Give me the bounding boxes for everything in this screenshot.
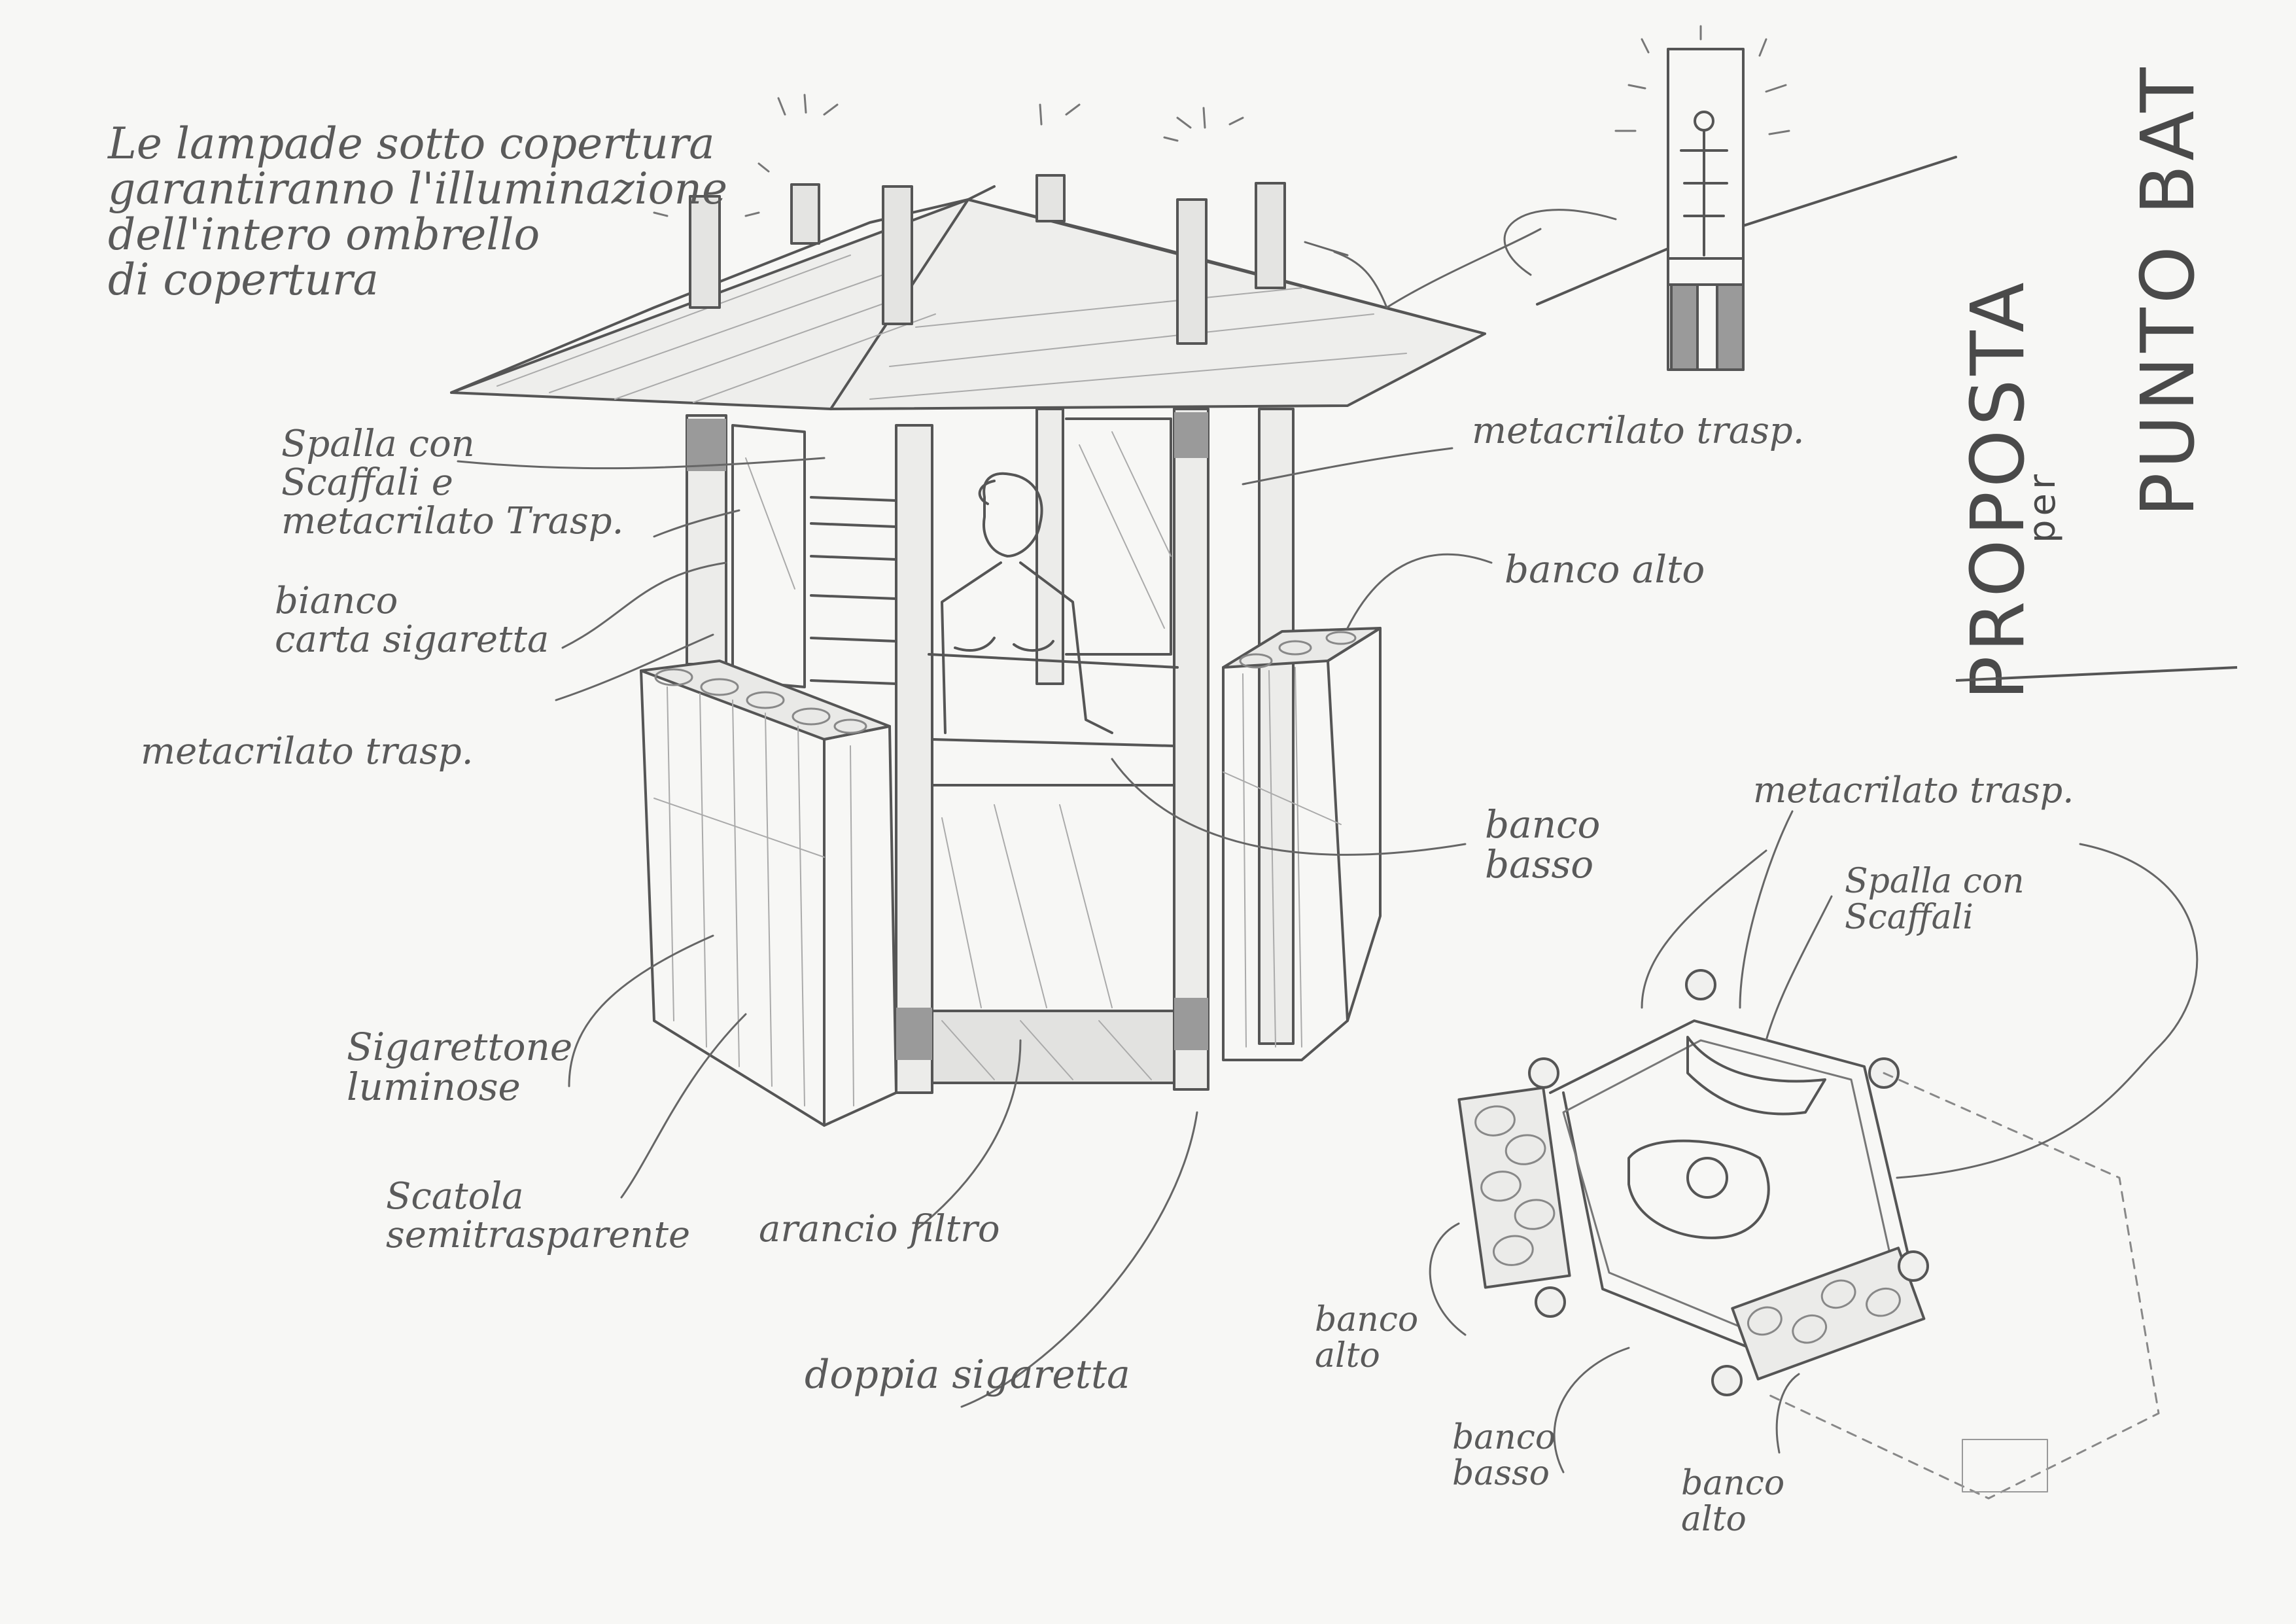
label-bianco-carta: bianco carta sigaretta [275,580,549,661]
left-box [640,660,897,1127]
label-banco-basso-plan: banco basso [1452,1418,1556,1493]
label-metacrilato-right: metacrilato trasp. [1472,410,1805,452]
label-arancio-filtro: arancio filtro [759,1208,1000,1250]
plan-view [1429,810,2199,1500]
kiosk-body [640,408,1382,1127]
label-spalla-scaffali: Spalla con Scaffali e metacrilato Trasp. [281,423,624,542]
label-spalla-scaffali-plan: Spalla con Scaffali [1845,862,2025,937]
roof-lamps [689,174,1286,345]
roof [450,94,1486,410]
attendant-figure [928,472,1179,734]
front-counter [896,738,1208,1084]
label-metacrilato-plan: metacrilato trasp. [1753,769,2074,811]
label-banco-alto: banco alto [1505,547,1705,591]
lamp-detail [1503,25,1957,371]
label-banco-basso: banco basso [1485,802,1601,887]
shelves [810,496,897,685]
label-doppia-sigaretta: doppia sigaretta [805,1352,1130,1398]
label-banco-alto-plan-2: banco alto [1681,1464,1785,1539]
columns [686,408,1295,1094]
leader-lines [457,228,1542,1408]
right-box [1222,627,1382,1061]
label-scatola: Scatola semitrasparente [386,1175,691,1256]
label-lampade: Le lampade sotto copertura garantiranno … [108,118,728,305]
label-sigarettone: Sigarettone luminose [347,1025,573,1109]
label-banco-alto-plan: banco alto [1315,1300,1419,1375]
label-metacrilato-left: metacrilato trasp. [141,730,474,773]
